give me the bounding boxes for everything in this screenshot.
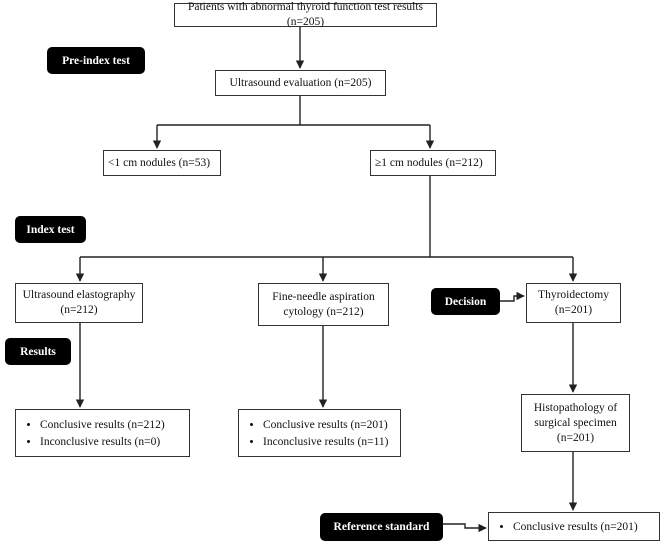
reference-results-list: Conclusive results (n=201)	[497, 520, 653, 535]
node-histopathology-line-2: surgical specimen	[534, 416, 617, 429]
list-item: Inconclusive results (n=0)	[40, 435, 183, 450]
node-thyroidectomy-line-1: Thyroidectomy	[538, 289, 609, 301]
fna-results-list: Conclusive results (n=201) Inconclusive …	[247, 418, 394, 450]
node-fna-line-2: cytology (n=212)	[283, 305, 364, 318]
label-reference-standard: Reference standard	[320, 513, 443, 541]
list-item: Conclusive results (n=201)	[513, 520, 653, 535]
label-pre-index-test: Pre-index test	[47, 47, 145, 74]
node-thyroidectomy: Thyroidectomy (n=201)	[526, 283, 621, 323]
node-large-nodules: ≥1 cm nodules (n=212)	[370, 150, 496, 176]
node-histopathology-line-3: (n=201)	[556, 431, 595, 444]
node-thyroidectomy-line-2: (n=201)	[554, 304, 593, 316]
label-results: Results	[5, 338, 71, 365]
label-decision: Decision	[431, 288, 500, 315]
node-histopathology-line-1: Histopathology of	[533, 401, 618, 414]
list-item: Inconclusive results (n=11)	[263, 435, 394, 450]
arrow-reference-to-results	[443, 523, 487, 533]
node-ultrasound-evaluation: Ultrasound evaluation (n=205)	[215, 70, 386, 96]
list-item: Conclusive results (n=201)	[263, 418, 394, 433]
node-elastography-line-2: (n=212)	[60, 304, 98, 316]
node-patients: Patients with abnormal thyroid function …	[174, 1, 437, 28]
node-elastography-line-1: Ultrasound elastography	[22, 289, 136, 301]
node-fna-results: Conclusive results (n=201) Inconclusive …	[238, 409, 401, 457]
arrow-decision-to-thyroidectomy	[500, 291, 525, 302]
label-index-test: Index test	[15, 216, 86, 243]
elastography-results-list: Conclusive results (n=212) Inconclusive …	[24, 418, 183, 450]
list-item: Conclusive results (n=212)	[40, 418, 183, 433]
node-histopathology: Histopathology of surgical specimen (n=2…	[521, 394, 630, 452]
node-fine-needle-aspiration: Fine-needle aspiration cytology (n=212)	[258, 283, 389, 326]
node-small-nodules: <1 cm nodules (n=53)	[103, 150, 221, 176]
node-ultrasound-elastography: Ultrasound elastography (n=212)	[15, 283, 143, 323]
node-reference-results: Conclusive results (n=201)	[488, 512, 660, 541]
node-elastography-results: Conclusive results (n=212) Inconclusive …	[15, 409, 190, 457]
node-fna-line-1: Fine-needle aspiration	[272, 290, 375, 303]
